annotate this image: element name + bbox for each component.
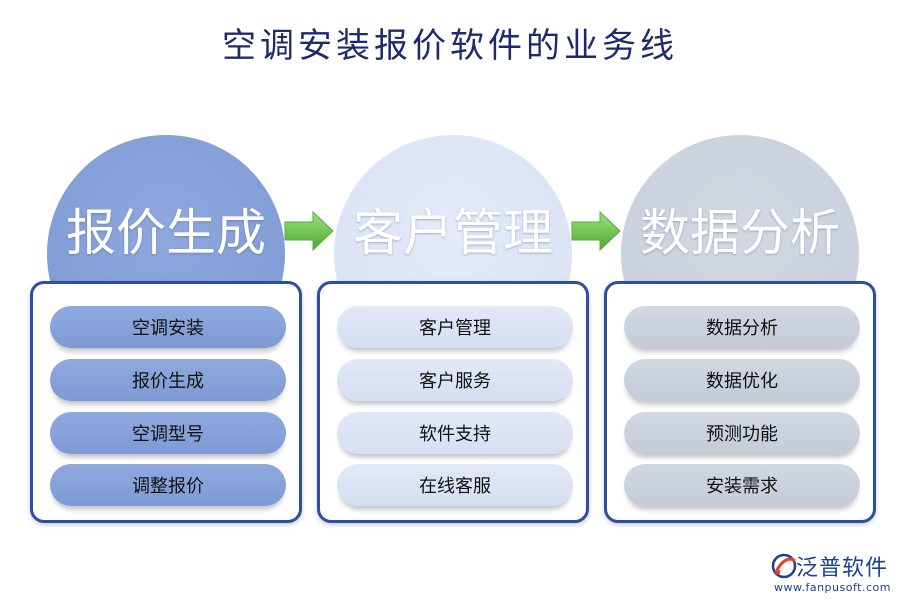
list-item: 安装需求 bbox=[624, 464, 860, 506]
column-data-analysis: 数据分析 数据分析 数据优化 预测功能 安装需求 bbox=[604, 135, 876, 525]
list-item: 数据分析 bbox=[624, 306, 860, 348]
page-title: 空调安装报价软件的业务线 bbox=[222, 26, 678, 66]
right-arrow-icon bbox=[284, 210, 334, 252]
items-box: 数据分析 数据优化 预测功能 安装需求 bbox=[604, 281, 876, 523]
list-item: 客户管理 bbox=[337, 306, 573, 348]
brand-logo: 泛普软件 www.fanpusoft.com bbox=[770, 548, 895, 598]
list-item: 数据优化 bbox=[624, 359, 860, 401]
circle-heading: 报价生成 bbox=[66, 204, 266, 262]
items-box: 空调安装 报价生成 空调型号 调整报价 bbox=[30, 281, 302, 523]
list-item: 软件支持 bbox=[337, 412, 573, 454]
list-item: 预测功能 bbox=[624, 412, 860, 454]
list-item: 空调安装 bbox=[50, 306, 286, 348]
list-item: 空调型号 bbox=[50, 412, 286, 454]
list-item: 调整报价 bbox=[50, 464, 286, 506]
list-item: 在线客服 bbox=[337, 464, 573, 506]
column-customer-management: 客户管理 客户管理 客户服务 软件支持 在线客服 bbox=[317, 135, 589, 525]
list-item: 报价生成 bbox=[50, 359, 286, 401]
items-box: 客户管理 客户服务 软件支持 在线客服 bbox=[317, 281, 589, 523]
column-quote-generation: 报价生成 空调安装 报价生成 空调型号 调整报价 bbox=[30, 135, 302, 525]
logo-name: 泛普软件 bbox=[796, 556, 889, 581]
circle-heading: 数据分析 bbox=[640, 204, 840, 262]
right-arrow-icon bbox=[571, 210, 621, 252]
list-item: 客户服务 bbox=[337, 359, 573, 401]
fanpu-logo-icon bbox=[771, 553, 797, 579]
circle-heading: 客户管理 bbox=[353, 204, 553, 262]
logo-url: www.fanpusoft.com bbox=[774, 581, 891, 594]
